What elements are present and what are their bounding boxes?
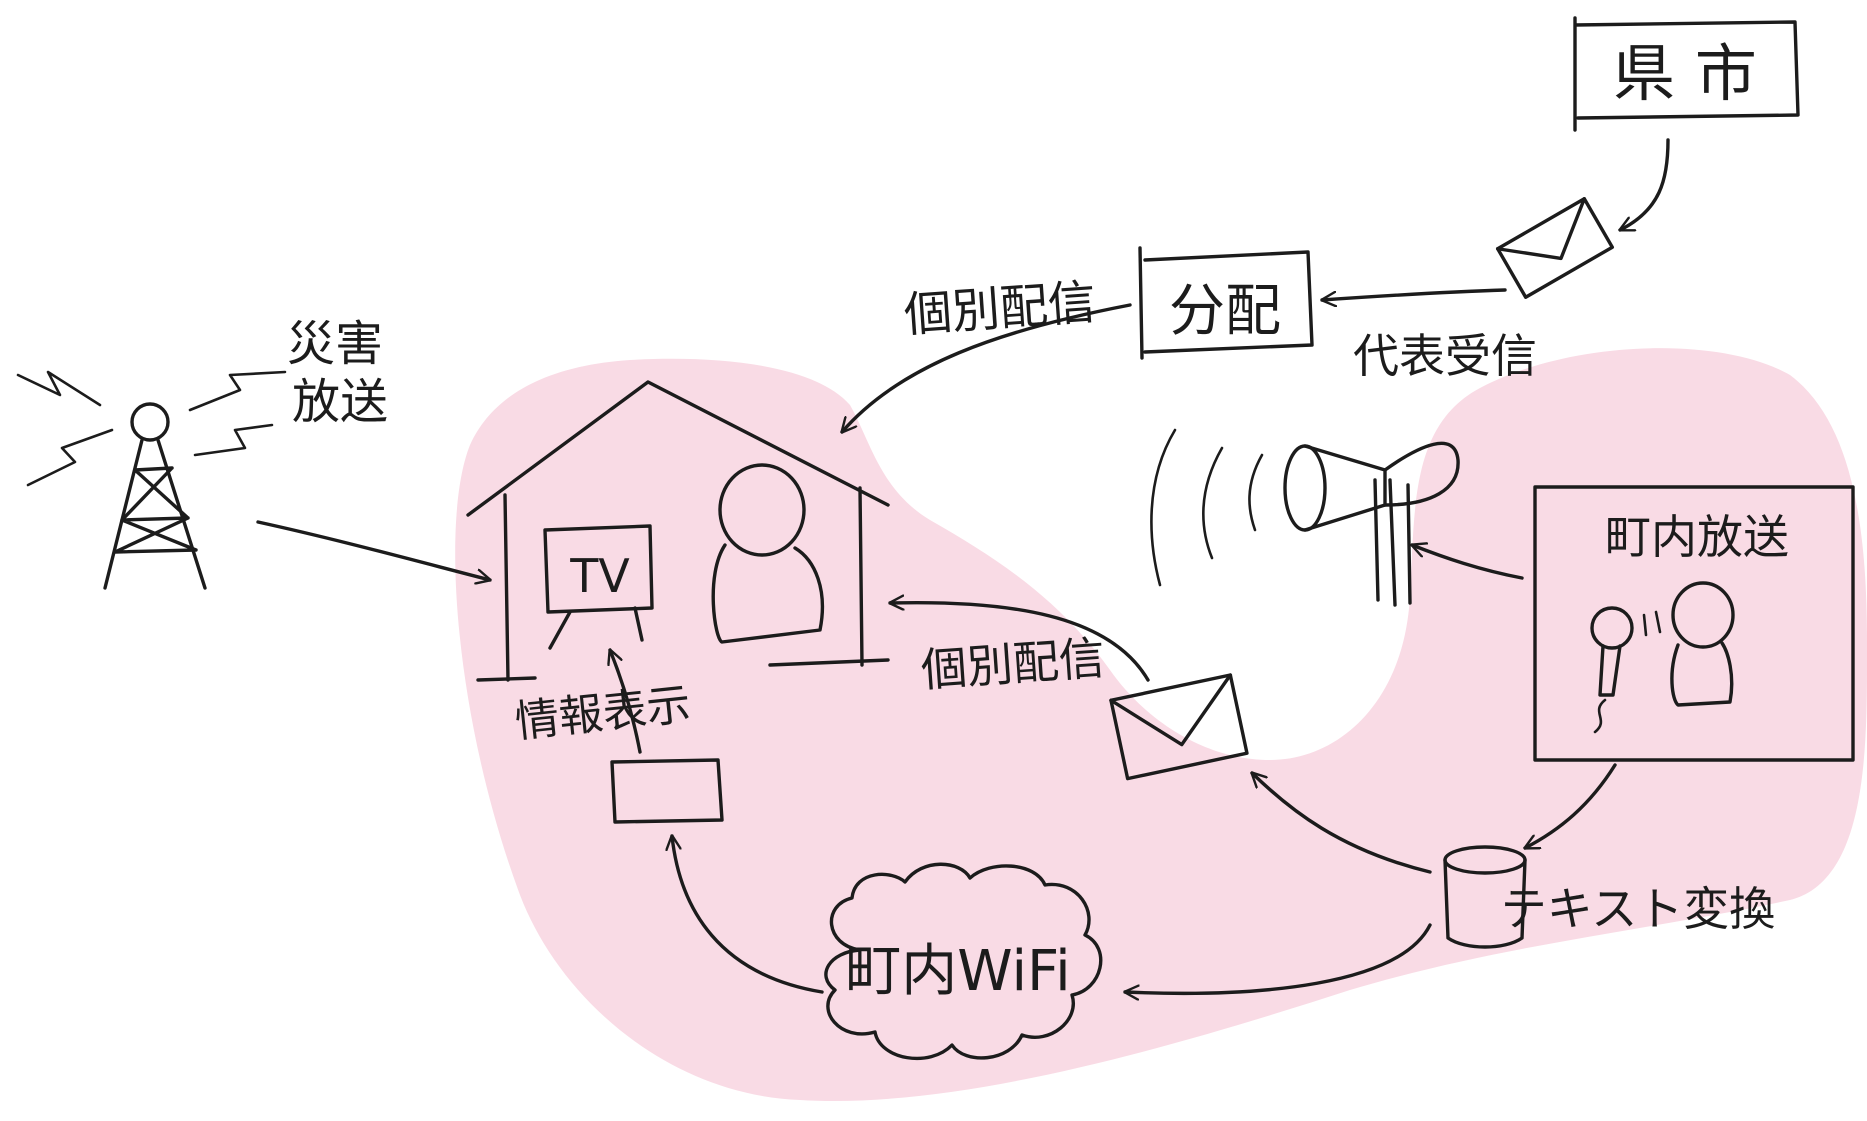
distribution-node: 分配 <box>1138 246 1314 360</box>
arrow-envelope-to-house <box>890 603 1150 682</box>
arrow-distribution-to-house <box>842 303 1132 432</box>
disaster-broadcast-label-1: 災害 <box>287 316 383 372</box>
disaster-broadcast-label-2: 放送 <box>292 374 388 430</box>
representative-reception-label: 代表受信 <box>1353 329 1537 383</box>
database-icon <box>1443 845 1527 949</box>
prefecture-city-node: 県 市 <box>1573 16 1800 132</box>
display-device-icon <box>610 758 724 824</box>
town-wifi-label: 町内WiFi <box>845 939 1070 1004</box>
prefecture-city-label: 県 市 <box>1613 37 1757 110</box>
arrow-wifi-to-device <box>672 836 824 994</box>
arrow-broadcast-to-speaker <box>1412 545 1524 580</box>
person-icon <box>1670 581 1735 707</box>
envelope-icon <box>1109 673 1249 781</box>
speaker-icon <box>1150 428 1460 607</box>
town-broadcast-label: 町内放送 <box>1605 510 1789 564</box>
tv-label: TV <box>569 549 630 603</box>
broadcast-tower-icon <box>16 370 287 590</box>
town-broadcast-node: 町内放送 <box>1533 485 1855 762</box>
microphone-icon <box>1590 606 1662 734</box>
text-conversion-label: テキスト変換 <box>1501 882 1776 936</box>
arrow-envelope-to-distribution <box>1322 288 1507 300</box>
arrow-broadcast-to-database <box>1525 763 1617 850</box>
cloud-icon: 町内WiFi <box>824 862 1103 1061</box>
individual-delivery-middle-label: 個別配信 <box>919 631 1106 698</box>
arrow-database-to-envelope <box>1252 773 1432 874</box>
arrow-database-to-wifi <box>1125 923 1432 993</box>
person-icon <box>711 463 825 644</box>
individual-delivery-top-label: 個別配信 <box>902 274 1097 343</box>
town-service-zone <box>455 348 1867 1101</box>
arrow-tower-to-house <box>256 520 490 580</box>
arrow-device-to-tv <box>610 650 642 754</box>
tv-icon: TV <box>543 524 654 650</box>
distribution-label: 分配 <box>1169 279 1281 344</box>
arrow-city-to-envelope <box>1620 138 1670 232</box>
house-icon <box>466 380 890 682</box>
envelope-icon <box>1495 197 1615 299</box>
